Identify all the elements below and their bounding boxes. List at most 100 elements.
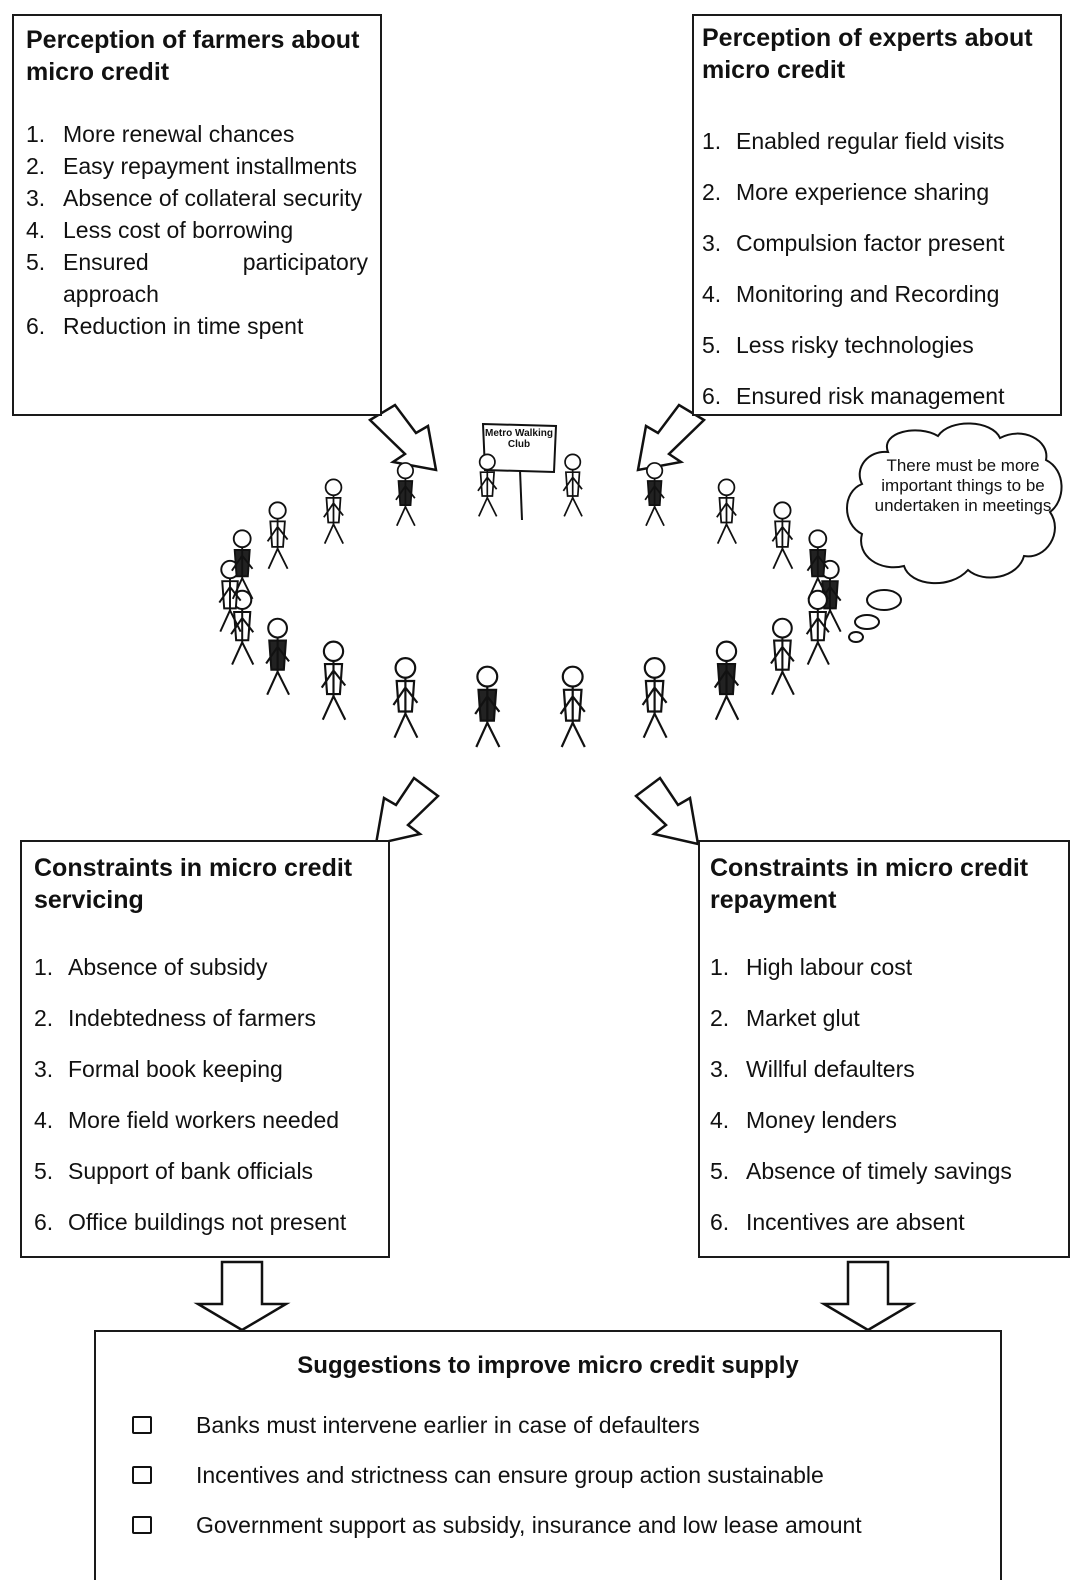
walking-person-icon xyxy=(230,589,255,665)
arrow-repayment-to-suggestions xyxy=(819,1260,917,1332)
list-item: 3. Compulsion factor present xyxy=(702,218,1052,269)
item-text: Banks must intervene earlier in case of … xyxy=(196,1412,700,1438)
thought-bubble-text: There must be more important things to b… xyxy=(874,456,1052,515)
experts-perception-box: Perception of experts about micro credit… xyxy=(692,14,1062,416)
item-number: 5. xyxy=(26,249,46,275)
item-text: Government support as subsidy, insurance… xyxy=(196,1512,862,1538)
suggestions-title: Suggestions to improve micro credit supp… xyxy=(297,1352,799,1379)
item-text: More experience sharing xyxy=(736,179,990,205)
walking-person-icon xyxy=(320,640,347,721)
list-item: 4. Less cost of borrowing xyxy=(26,214,368,246)
item-text: Incentives are absent xyxy=(746,1209,965,1235)
checkbox-bullet-icon xyxy=(132,1416,152,1434)
sign-label: Metro Walking Club xyxy=(485,428,553,450)
item-text: More renewal chances xyxy=(63,121,295,147)
item-text: Compulsion factor present xyxy=(736,230,1005,256)
list-item: Banks must intervene earlier in case of … xyxy=(132,1400,1000,1450)
walking-person-icon xyxy=(713,640,740,721)
item-text: Support of bank officials xyxy=(68,1158,314,1184)
item-number: 1. xyxy=(34,954,54,980)
servicing-constraints-list: 1. Absence of subsidy 2. Indebtedness of f… xyxy=(34,942,376,1248)
item-text: Indebtedness of farmers xyxy=(68,1005,317,1031)
item-number: 3. xyxy=(702,230,722,256)
item-text: Office buildings not present xyxy=(68,1209,347,1235)
walking-person-icon xyxy=(395,462,416,527)
farmers-perception-title: Perception of farmers about micro credit xyxy=(26,26,360,86)
list-item: 4. More field workers needed xyxy=(34,1095,376,1146)
walking-figures xyxy=(218,453,842,748)
walking-person-icon xyxy=(770,617,795,696)
walking-person-icon xyxy=(805,589,830,665)
walking-person-icon xyxy=(474,665,501,748)
list-item: 2. Indebtedness of farmers xyxy=(34,993,376,1044)
walking-person-icon xyxy=(392,657,419,739)
item-number: 4. xyxy=(26,217,46,243)
servicing-constraints-title: Constraints in micro credit servicing xyxy=(34,854,353,914)
item-number: 4. xyxy=(34,1107,54,1133)
item-number: 2. xyxy=(702,179,722,205)
arrow-servicing-to-suggestions xyxy=(193,1260,291,1332)
list-item: 3.Absence of collateral security xyxy=(26,182,368,214)
farmers-perception-box: Perception of farmers about micro credit… xyxy=(12,14,382,416)
farmers-perception-list: 1. More renewal chances 2.Easy repayment … xyxy=(26,118,368,342)
walking-person-icon xyxy=(716,478,737,545)
suggestions-box: Suggestions to improve micro credit supp… xyxy=(94,1330,1002,1580)
list-item: 1. High labour cost xyxy=(710,942,1060,993)
item-number: 6. xyxy=(702,383,722,409)
list-item: 4. Monitoring and Recording xyxy=(702,269,1052,320)
item-text: High labour cost xyxy=(746,954,913,980)
list-item: 3.Willful defaulters xyxy=(710,1044,1060,1095)
item-number: 2. xyxy=(34,1005,54,1031)
item-text: Incentives and strictness can ensure gro… xyxy=(196,1462,824,1488)
list-item: 2.Market glut xyxy=(710,993,1060,1044)
item-text: Formal book keeping xyxy=(68,1056,283,1082)
item-number: 4. xyxy=(710,1107,730,1133)
item-text: Less risky technologies xyxy=(736,332,974,358)
checkbox-bullet-icon xyxy=(132,1516,152,1534)
item-text: Willful defaulters xyxy=(746,1056,915,1082)
item-number: 5. xyxy=(710,1158,730,1184)
item-number: 4. xyxy=(702,281,722,307)
item-text: Monitoring and Recording xyxy=(736,281,1000,307)
list-item: 5. Support of bank officials xyxy=(34,1146,376,1197)
item-number: 3. xyxy=(34,1056,54,1082)
list-item: 6. Office buildings not present xyxy=(34,1197,376,1248)
item-text: Absence of timely savings xyxy=(746,1158,1012,1184)
item-number: 1. xyxy=(710,954,730,980)
item-number: 1. xyxy=(26,121,46,147)
walking-person-icon xyxy=(265,617,290,696)
list-item: 5.Ensured participatory approach xyxy=(26,246,368,310)
repayment-constraints-box: Constraints in micro credit repayment 1.… xyxy=(698,840,1070,1258)
list-item: 2.Easy repayment installments xyxy=(26,150,368,182)
thought-bubble xyxy=(846,422,1063,643)
item-text: Reduction in time spent xyxy=(63,313,304,339)
list-item: 4. Money lenders xyxy=(710,1095,1060,1146)
list-item: Incentives and strictness can ensure gro… xyxy=(132,1450,1000,1500)
walking-person-icon xyxy=(641,657,668,739)
list-item: 6.Incentives are absent xyxy=(710,1197,1060,1248)
arrow-group-to-repayment xyxy=(634,776,700,846)
item-number: 5. xyxy=(702,332,722,358)
list-item: 6. Ensured risk management xyxy=(702,371,1052,422)
item-text: Market glut xyxy=(746,1005,860,1031)
list-item: 6.Reduction in time spent xyxy=(26,310,368,342)
experts-perception-list: 1.Enabled regular field visits 2.More ex… xyxy=(702,116,1052,422)
item-number: 6. xyxy=(34,1209,54,1235)
repayment-constraints-list: 1. High labour cost 2.Market glut 3.Willf… xyxy=(710,942,1060,1248)
walking-person-icon xyxy=(231,529,254,600)
list-item: 2. More experience sharing xyxy=(702,167,1052,218)
item-text: Ensured risk management xyxy=(736,383,1005,409)
arrow-group-to-servicing xyxy=(374,776,440,846)
item-number: 5. xyxy=(34,1158,54,1184)
experts-perception-title: Perception of experts about micro credit xyxy=(702,24,1033,84)
item-number: 3. xyxy=(26,185,46,211)
item-text: Absence of subsidy xyxy=(68,954,268,980)
item-text: Less cost of borrowing xyxy=(63,217,294,243)
item-text: Easy repayment installments xyxy=(63,153,358,179)
list-item: 1. More renewal chances xyxy=(26,118,368,150)
item-text: Money lenders xyxy=(746,1107,897,1133)
item-text: More field workers needed xyxy=(68,1107,340,1133)
arrow-farmers-to-group xyxy=(367,403,438,472)
list-item: 3. Formal book keeping xyxy=(34,1044,376,1095)
